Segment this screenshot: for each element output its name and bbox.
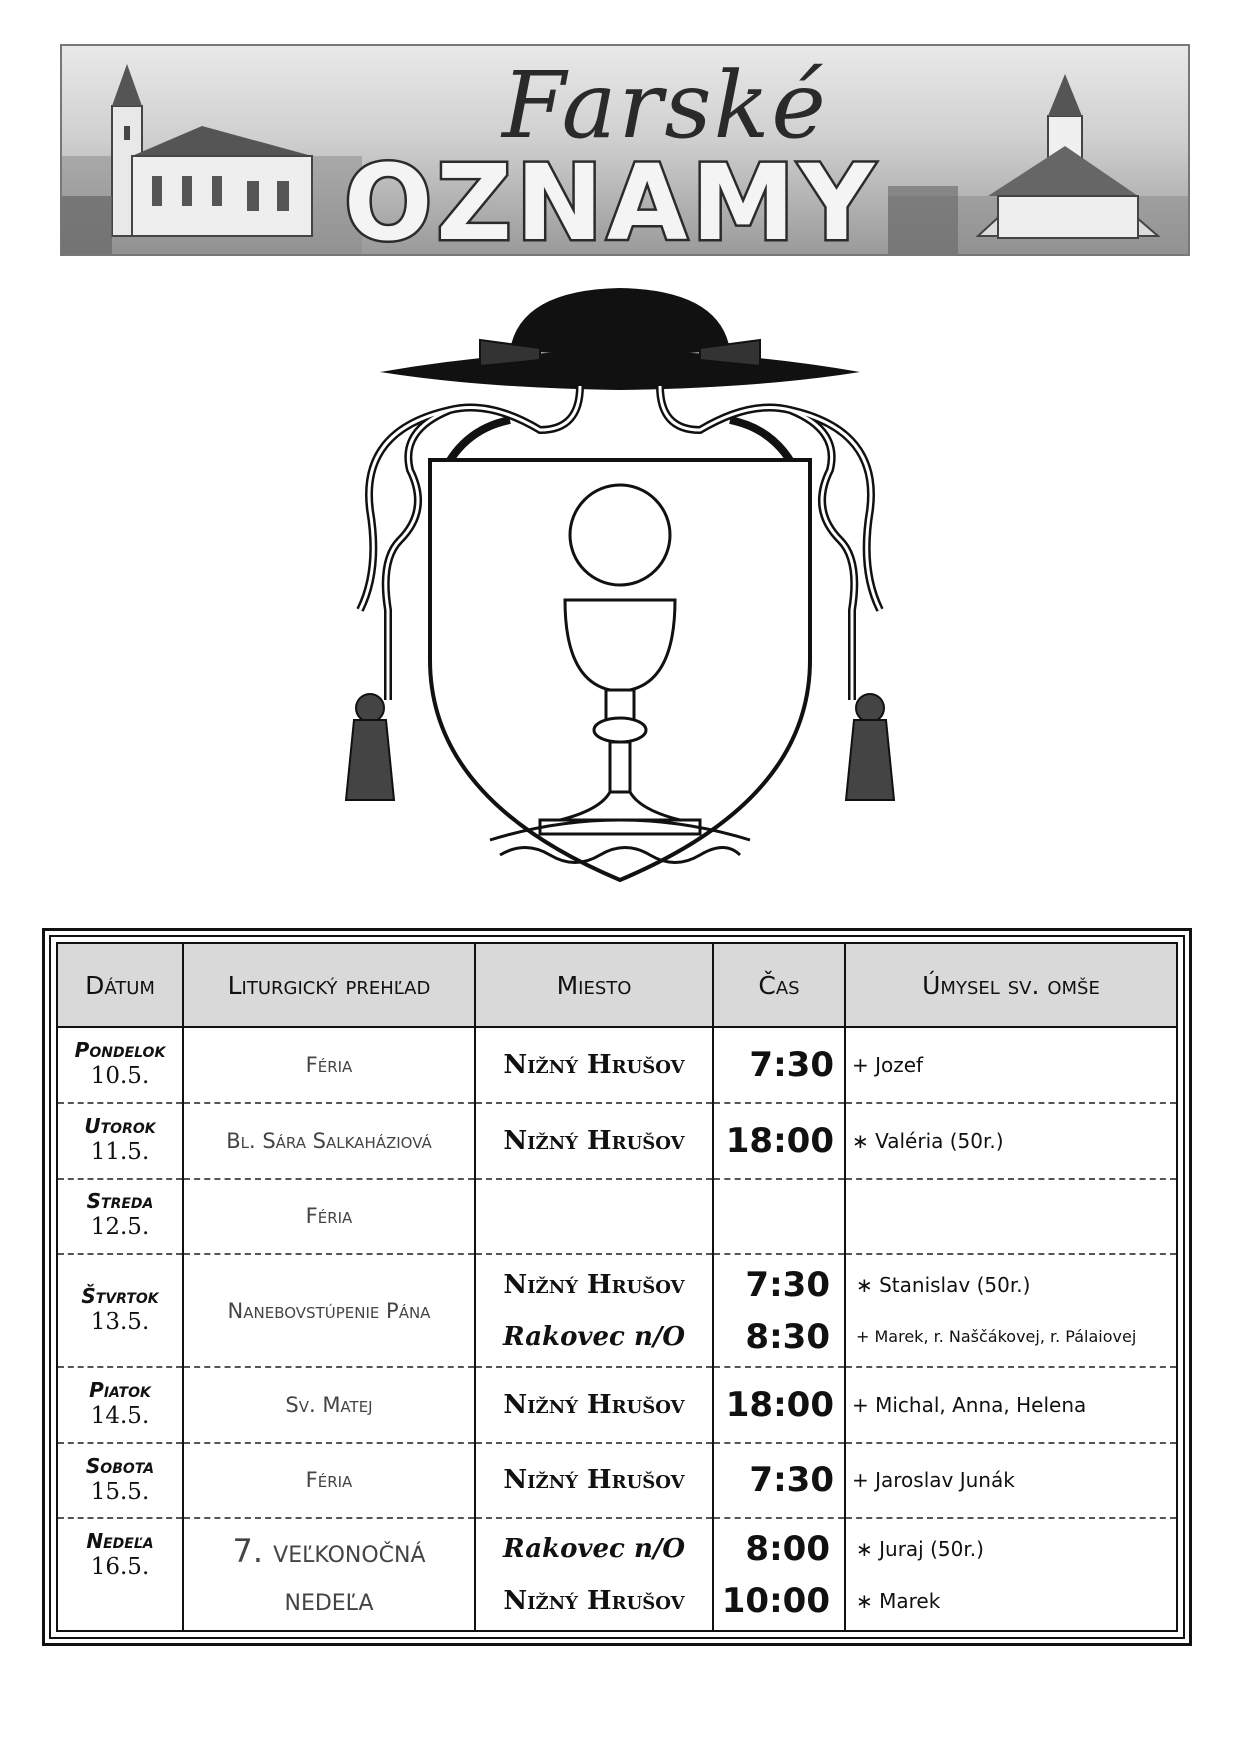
day-date: 16.5. [90,1554,150,1581]
time-cell: 8:30 [745,1316,830,1357]
liturgy-cell: Sv. Matej [182,1365,476,1443]
galero-hat-icon [380,351,860,390]
liturgy-cell: Féria [182,1441,476,1519]
time-cell: 10:00 [721,1580,830,1621]
intention-cell: + Jozef [844,1026,1178,1103]
chalice-icon [538,598,702,836]
day-name: Sobota [85,1453,155,1478]
header-date: Dátum [56,942,184,1028]
header-liturgy: Liturgický prehľad [182,942,476,1028]
day-date: 14.5. [90,1402,150,1429]
time-cell: 18:00 [712,1365,846,1443]
coat-of-arms-emblem [344,288,896,883]
place-cell: Nižný Hrušov [503,1585,685,1616]
intention-cell: + Jaroslav Junák [844,1441,1178,1519]
liturgy-cell: Féria [182,1026,476,1103]
day-date: 15.5. [90,1478,150,1505]
intention-cell: ∗ Juraj (50r.) [856,1536,984,1561]
mass-schedule-frame: Dátum Liturgický prehľad Miesto Čas Úmys… [42,928,1192,1646]
place-cell: Nižný Hrušov [474,1365,714,1443]
header-banner: Farské OZNAMY [60,44,1190,256]
place-cell [474,1177,714,1255]
intention-cell [844,1177,1178,1255]
liturgy-cell: 7. veľkonočná nedeľa [182,1517,476,1631]
place-cell: Nižný Hrušov [474,1026,714,1103]
place-cell: Nižný Hrušov [474,1101,714,1179]
intention-cell: + Marek, r. Naščákovej, r. Pálaiovej [856,1326,1137,1346]
day-date: 12.5. [90,1214,150,1241]
header-time: Čas [712,942,846,1028]
day-name: Streda [86,1189,154,1214]
liturgy-cell: Bl. Sára Salkaháziová [182,1101,476,1179]
tassel-right-icon [844,693,896,801]
day-name: Piatok [89,1377,151,1402]
header-intention: Úmysel sv. omše [844,942,1178,1028]
intention-cell: ∗ Marek [856,1588,941,1613]
intention-cell: + Michal, Anna, Helena [844,1365,1178,1443]
day-name: Utorok [84,1113,156,1138]
time-cell: 8:00 [745,1528,830,1569]
tassel-left-icon [344,693,396,801]
header-place: Miesto [474,942,714,1028]
time-cell: 18:00 [712,1101,846,1179]
intention-cell: ∗ Valéria (50r.) [844,1101,1178,1179]
banner-title: OZNAMY [341,140,879,256]
church-left-illustration [62,64,362,254]
mass-schedule-table: Dátum Liturgický prehľad Miesto Čas Úmys… [56,942,1178,1632]
day-name: Štvrtok [81,1283,159,1308]
time-cell: 7:30 [712,1026,846,1103]
intention-cell: ∗ Stanislav (50r.) [856,1272,1031,1297]
time-cell: 7:30 [745,1264,830,1305]
day-date: 10.5. [90,1062,150,1089]
time-cell [712,1177,846,1255]
place-cell: Nižný Hrušov [503,1269,685,1300]
place-cell: Nižný Hrušov [474,1441,714,1519]
liturgy-cell: Féria [182,1177,476,1255]
day-name: Pondelok [74,1037,166,1062]
place-cell: Rakovec n/O [503,1533,685,1564]
place-cell: Rakovec n/O [503,1321,685,1352]
day-name: Nedeľa [86,1529,154,1554]
church-right-illustration [888,74,1188,254]
time-cell: 7:30 [712,1441,846,1519]
host-icon [568,483,672,587]
day-date: 11.5. [90,1138,150,1165]
liturgy-cell: Nanebovstúpenie Pána [182,1253,476,1367]
banner-title-script: Farské [502,52,828,159]
table-header-row: Dátum Liturgický prehľad Miesto Čas Úmys… [56,942,1178,1028]
day-date: 13.5. [90,1308,150,1335]
